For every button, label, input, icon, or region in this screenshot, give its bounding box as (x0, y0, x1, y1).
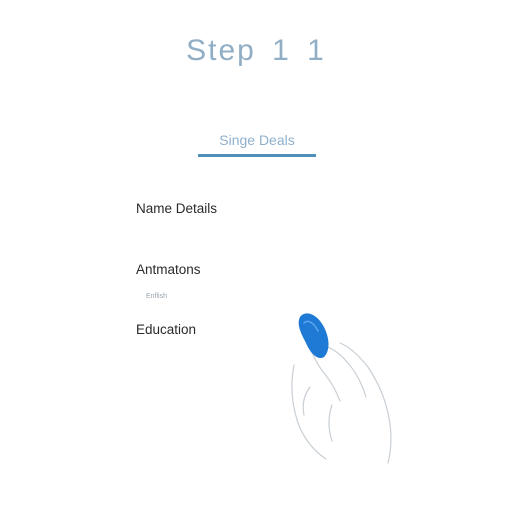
page-title: Step 1 1 (186, 34, 326, 67)
animations-value: Enflish (146, 293, 168, 300)
tab-label: Singe Deals (219, 132, 295, 148)
name-details-field[interactable]: Name Details (136, 201, 218, 216)
tapping-hand-icon (291, 313, 392, 464)
tab-single-deals[interactable]: Singe Deals (197, 132, 317, 157)
animations-field[interactable]: Antmatons (136, 262, 201, 277)
education-field[interactable]: Education (136, 322, 197, 337)
tab-active-indicator (198, 154, 316, 157)
